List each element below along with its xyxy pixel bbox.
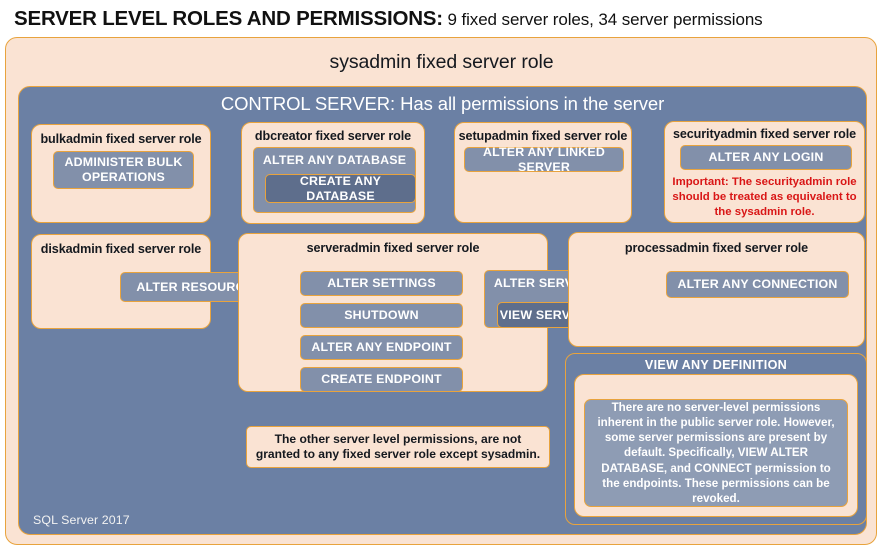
control-server-label: CONTROL SERVER: Has all permissions in t… [220, 93, 665, 114]
setupadmin-role-box: setupadmin fixed server role ALTER ANY L… [454, 122, 632, 223]
bulkadmin-role-box: bulkadmin fixed server role ADMINISTER B… [31, 124, 211, 223]
setupadmin-role-label: setupadmin fixed server role [458, 129, 628, 143]
sysadmin-role-label: sysadmin fixed server role [329, 51, 554, 73]
other-permissions-note: The other server level permissions, are … [246, 426, 550, 468]
serveradmin-role-box: serveradmin fixed server role ALTER SETT… [238, 233, 548, 392]
permission-create-endpoint: CREATE ENDPOINT [300, 367, 463, 392]
securityadmin-role-label: securityadmin fixed server role [672, 127, 857, 141]
dbcreator-role-box: dbcreator fixed server role ALTER ANY DA… [241, 122, 425, 224]
public-role-note: There are no server-level permissions in… [584, 399, 848, 507]
page-title-sub: 9 fixed server roles, 34 server permissi… [442, 10, 763, 29]
permission-alter-any-login: ALTER ANY LOGIN [680, 145, 852, 170]
permission-administer-bulk-operations: ADMINISTER BULK OPERATIONS [53, 151, 194, 189]
permission-alter-any-endpoint: ALTER ANY ENDPOINT [300, 335, 463, 360]
serveradmin-role-label: serveradmin fixed server role [306, 241, 480, 255]
securityadmin-role-box: securityadmin fixed server role ALTER AN… [664, 121, 865, 223]
processadmin-role-box: processadmin fixed server role ALTER ANY… [568, 232, 865, 347]
page-title: SERVER LEVEL ROLES AND PERMISSIONS: 9 fi… [14, 7, 763, 31]
footer-product-label: SQL Server 2017 [33, 513, 130, 527]
permission-alter-any-connection: ALTER ANY CONNECTION [666, 271, 849, 298]
securityadmin-warning-note: Important: The securityadmin role should… [672, 176, 857, 218]
dbcreator-role-label: dbcreator fixed server role [254, 129, 412, 143]
permission-alter-any-linked-server: ALTER ANY LINKED SERVER [464, 145, 624, 174]
permission-view-any-definition: VIEW ANY DEFINITION [644, 358, 788, 372]
permission-create-any-database: CREATE ANY DATABASE [265, 174, 416, 203]
bulkadmin-role-label: bulkadmin fixed server role [40, 132, 202, 146]
page-title-main: SERVER LEVEL ROLES AND PERMISSIONS: [14, 7, 443, 30]
permission-shutdown: SHUTDOWN [300, 303, 463, 328]
permission-alter-settings: ALTER SETTINGS [300, 271, 463, 296]
diskadmin-role-label: diskadmin fixed server role [40, 242, 202, 256]
processadmin-role-label: processadmin fixed server role [624, 241, 809, 255]
